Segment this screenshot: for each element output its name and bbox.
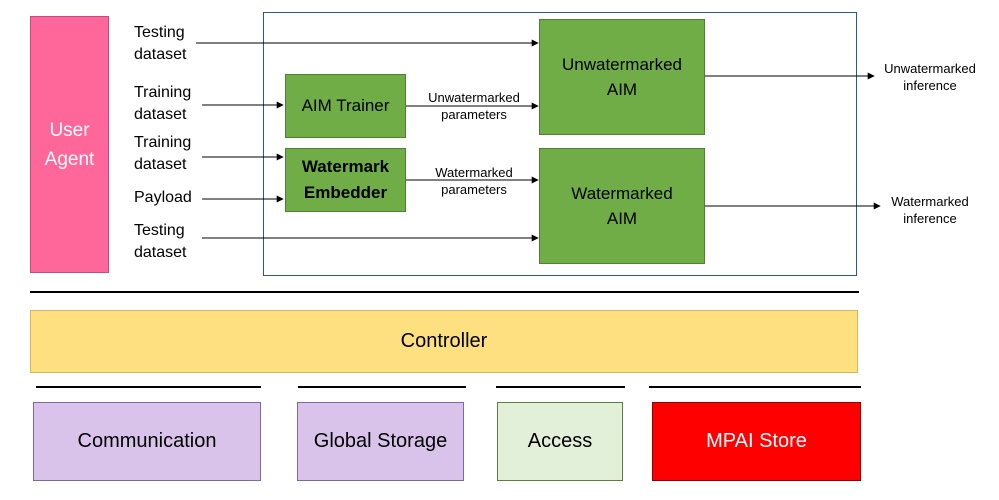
separator-global-storage: [298, 386, 466, 388]
input-payload: Payload: [134, 189, 192, 206]
mpai-store-label: MPAI Store: [706, 430, 807, 452]
output-unwatermarked-inference: Unwatermarked inference: [884, 61, 976, 93]
aim-trainer-box: AIM Trainer: [285, 74, 406, 138]
watermarked-aim-box: Watermarked AIM: [539, 148, 705, 264]
access-box: Access: [497, 402, 623, 481]
user-agent-label-line1: User: [49, 119, 90, 141]
label-unwatermarked-parameters: Unwatermarked parameters: [428, 90, 520, 122]
controller-label: Controller: [400, 330, 488, 352]
input-training-dataset-trainer: Training dataset: [134, 84, 192, 123]
separator-communication: [36, 386, 261, 388]
process-frame: [263, 12, 857, 276]
aim-trainer-label: AIM Trainer: [301, 96, 390, 115]
watermark-embedder-box: Watermark Embedder: [285, 148, 406, 212]
unwatermarked-aim-box: Unwatermarked AIM: [539, 19, 705, 135]
output-watermarked-inference: Watermarked inference: [891, 194, 969, 226]
access-label: Access: [527, 430, 593, 452]
global-storage-box: Global Storage: [297, 402, 464, 481]
communication-label: Communication: [77, 430, 217, 452]
controller-box: Controller: [30, 310, 858, 373]
separator-mpai-store: [649, 386, 861, 388]
global-storage-label: Global Storage: [313, 430, 448, 452]
user-agent-label-line2: Agent: [44, 148, 95, 170]
mpai-store-box: MPAI Store: [652, 402, 861, 481]
communication-box: Communication: [33, 402, 261, 481]
input-testing-dataset-top: Testing dataset: [134, 24, 187, 63]
separator-top: [30, 291, 859, 293]
user-agent-box: User Agent: [30, 16, 109, 273]
separator-access: [496, 386, 625, 388]
input-training-dataset-embedder: Training dataset: [134, 134, 192, 173]
input-testing-dataset-bottom: Testing dataset: [134, 222, 187, 261]
label-watermarked-parameters: Watermarked parameters: [435, 165, 513, 197]
